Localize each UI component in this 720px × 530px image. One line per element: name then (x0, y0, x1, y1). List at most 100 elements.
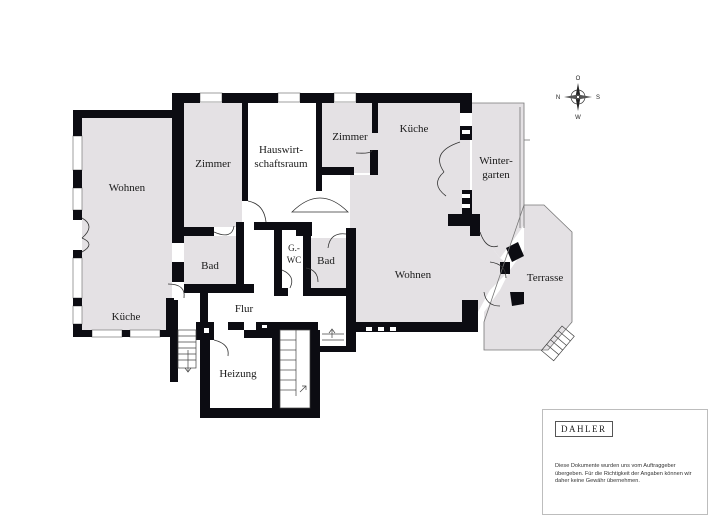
wall (222, 93, 278, 103)
label-bad-right: Bad (317, 255, 335, 267)
label-hauswirtschaftsraum-2: schaftsraum (254, 158, 308, 170)
terrasse-outline (483, 204, 573, 351)
wall (200, 292, 208, 322)
wall (346, 296, 356, 350)
wall (170, 300, 178, 382)
wall (310, 330, 320, 418)
window (366, 327, 372, 331)
stair-middle (279, 329, 311, 409)
label-bad-left: Bad (201, 260, 219, 272)
window (462, 194, 470, 198)
compass-west-label: W (575, 115, 581, 121)
stair-step (557, 330, 571, 342)
door-swing (247, 200, 267, 223)
floor-wintergarten (472, 103, 524, 258)
floor-zimmer-1 (184, 103, 242, 227)
floor-zimmer-2 (322, 103, 377, 173)
window (277, 92, 301, 103)
window (72, 135, 83, 171)
label-flur: Flur (235, 303, 254, 315)
wall (510, 292, 524, 306)
wall (346, 228, 356, 296)
stair-terrace (540, 325, 575, 362)
door-swing (437, 171, 447, 197)
window (72, 187, 83, 211)
compass-north-label: N (556, 95, 560, 101)
window (129, 329, 161, 338)
wall (318, 346, 356, 352)
wall (256, 322, 318, 330)
floor-wohnen-left (82, 118, 172, 330)
label-hauswirtschaftsraum-1: Hauswirt- (259, 144, 303, 156)
windows (72, 92, 357, 338)
window (262, 325, 267, 328)
wall (73, 170, 82, 188)
window (462, 130, 470, 134)
compass-south-label: S (596, 95, 600, 101)
wall (244, 330, 280, 338)
window (378, 327, 384, 331)
wall (254, 222, 274, 230)
wall (228, 322, 244, 330)
wall (242, 103, 248, 201)
wall (322, 167, 354, 175)
door-swing (81, 217, 90, 239)
door-swing (489, 261, 507, 279)
wall (274, 222, 304, 230)
wall (274, 222, 282, 296)
door-swing (355, 149, 373, 154)
label-terrasse: Terrasse (527, 272, 564, 284)
stair-arrow (184, 367, 192, 373)
wall (172, 93, 184, 243)
wall (506, 242, 524, 262)
compass-center (576, 95, 580, 99)
disclaimer-text: Diese Dokumente wurden uns vom Auftragge… (555, 463, 692, 485)
floor-terrasse (484, 205, 572, 350)
label-gwc-1: G.- (288, 243, 300, 253)
wall (73, 250, 82, 258)
wall (73, 110, 180, 118)
wall (462, 300, 478, 332)
wall (370, 150, 378, 175)
stairs (177, 325, 575, 409)
stair-left (177, 329, 197, 369)
door-swing (305, 267, 319, 283)
stair-step (546, 344, 560, 355)
wall (356, 322, 470, 332)
label-wohnen-left: Wohnen (109, 182, 146, 194)
wall (303, 222, 311, 296)
wall (73, 298, 82, 306)
brand-logo: DAHLER (555, 421, 613, 437)
wintergarten-glass (472, 102, 525, 228)
window (333, 92, 357, 103)
wall (172, 262, 184, 282)
wall (316, 103, 322, 191)
doors (81, 141, 507, 357)
label-wohnen-right: Wohnen (395, 269, 432, 281)
disclaimer-box: DAHLER Diese Dokumente wurden uns vom Au… (542, 409, 708, 515)
wall (184, 284, 254, 293)
stair-arrow (302, 385, 307, 390)
wall (200, 408, 320, 418)
wall (460, 93, 472, 113)
label-gwc-2: WC (287, 255, 302, 265)
door-swing (281, 269, 293, 289)
stair-arrow (299, 385, 307, 393)
window (72, 257, 83, 299)
floor-bad-right (311, 238, 349, 288)
wall (172, 93, 200, 103)
window-markers (204, 130, 470, 333)
label-heizung: Heizung (219, 368, 257, 380)
label-wintergarten-1: Winter- (479, 155, 513, 167)
label-wintergarten-2: garten (482, 169, 510, 181)
door-swing (483, 291, 501, 307)
window (245, 325, 250, 328)
stair-terrace-outline (540, 325, 575, 362)
stair-step (550, 339, 563, 351)
floor-wohnen-kueche-right (350, 103, 505, 322)
door-swing (291, 197, 349, 213)
label-kueche-right: Küche (400, 123, 429, 135)
wall (200, 338, 210, 418)
window (204, 328, 209, 333)
wall (236, 222, 244, 292)
